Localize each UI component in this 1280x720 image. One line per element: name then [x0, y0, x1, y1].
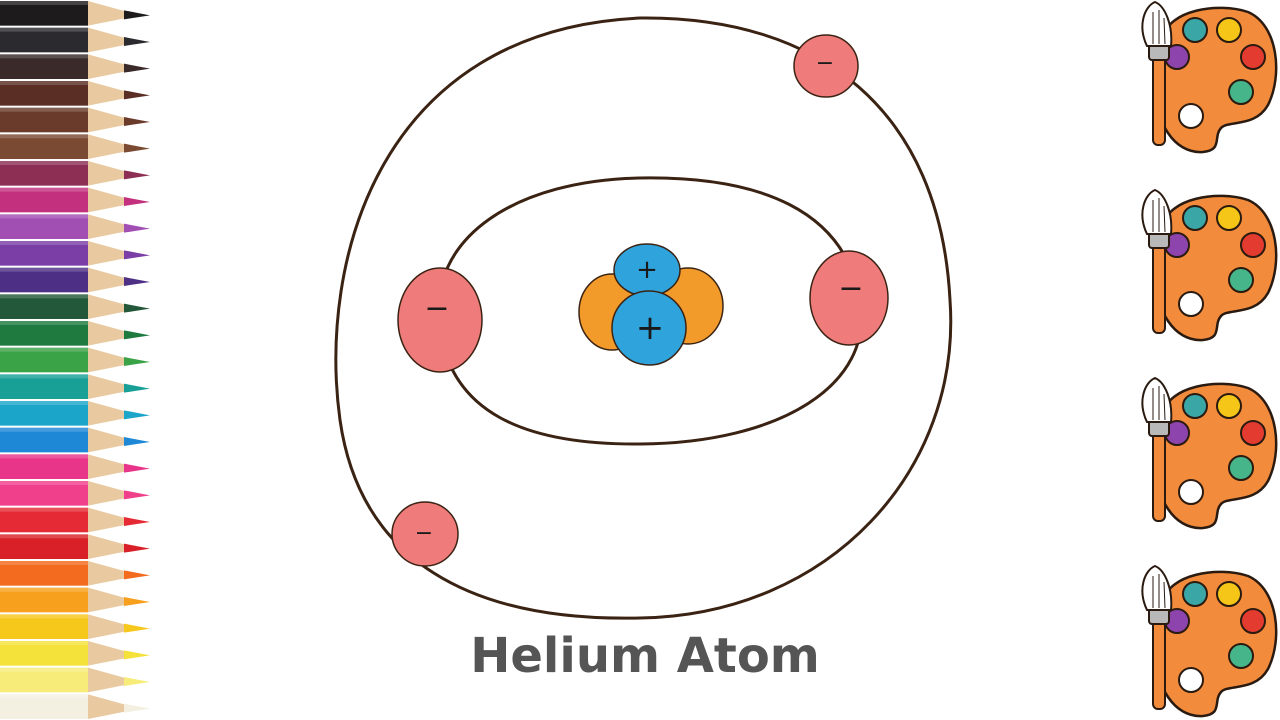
pencil	[0, 401, 150, 426]
pencil	[0, 294, 150, 319]
pencil	[0, 348, 150, 373]
pencil	[0, 321, 150, 346]
pencil	[0, 241, 150, 266]
paint-palette-icon	[1133, 564, 1280, 719]
electron: −	[392, 502, 458, 566]
pencil	[0, 588, 150, 613]
electron-sign: −	[838, 271, 863, 306]
colored-pencils-decoration	[0, 0, 155, 720]
pencil	[0, 81, 150, 106]
pencil	[0, 481, 150, 506]
pencil	[0, 1, 150, 26]
proton-sign: +	[636, 308, 665, 348]
helium-atom-diagram: + + − − − −	[300, 0, 1000, 630]
diagram-title: Helium Atom	[0, 628, 1280, 684]
nucleus: + +	[579, 244, 723, 365]
pencil	[0, 268, 150, 293]
electron: −	[810, 251, 888, 345]
electron-sign: −	[415, 521, 433, 546]
electron: −	[794, 35, 858, 97]
paint-palette-icon	[1133, 376, 1280, 531]
paint-palette-icon	[1133, 0, 1280, 155]
pencil	[0, 54, 150, 79]
proton-sign: +	[636, 255, 658, 285]
electron-sign: −	[816, 51, 834, 76]
pencil	[0, 108, 150, 133]
electron: −	[398, 268, 482, 372]
electron-sign: −	[424, 291, 449, 326]
pencil	[0, 374, 150, 399]
pencil	[0, 214, 150, 239]
pencil	[0, 134, 150, 159]
pencil	[0, 508, 150, 533]
pencil	[0, 534, 150, 559]
pencil	[0, 694, 150, 719]
pencil	[0, 161, 150, 186]
pencil	[0, 561, 150, 586]
pencil	[0, 428, 150, 453]
paint-palette-icon	[1133, 188, 1280, 343]
pencil	[0, 454, 150, 479]
pencil	[0, 188, 150, 213]
pencil	[0, 28, 150, 53]
